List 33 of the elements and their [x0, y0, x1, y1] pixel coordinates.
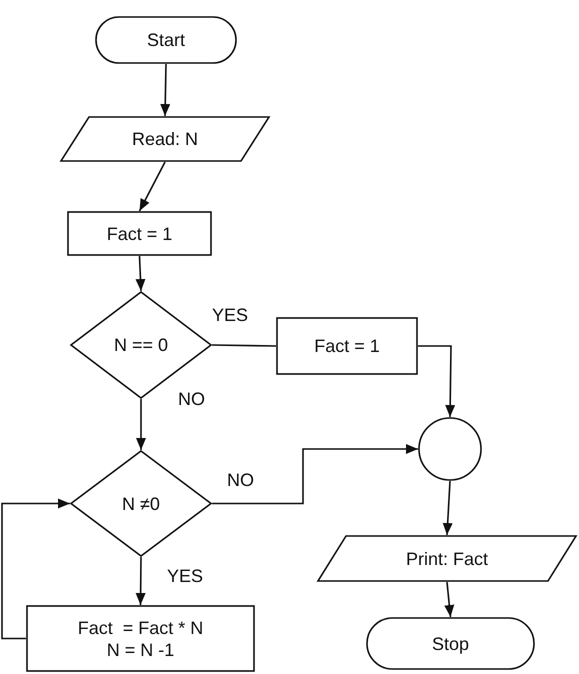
node-text: Fact = 1	[106, 222, 172, 244]
process-box	[67, 211, 212, 256]
output-parallelogram	[317, 535, 577, 582]
node-text: Fact = Fact * N	[78, 616, 204, 638]
node-text: N = N -1	[106, 638, 174, 660]
start-terminal	[95, 16, 237, 64]
process-box	[276, 317, 418, 375]
arrow	[160, 64, 170, 116]
edge-label: YES	[212, 305, 248, 325]
edge-label: NO	[178, 389, 205, 409]
arrow	[136, 557, 146, 605]
arrow	[442, 480, 453, 536]
arrow	[138, 162, 166, 212]
edge-label: NO	[227, 470, 254, 490]
connector-line	[212, 344, 276, 347]
input-parallelogram	[60, 116, 270, 162]
node-text: Start	[146, 29, 185, 51]
node-text: Fact = 1	[314, 335, 380, 357]
node-text: Stop	[432, 632, 470, 654]
arrow	[136, 256, 146, 292]
arrow	[136, 399, 146, 450]
arrow	[444, 582, 454, 618]
decision-diamond	[70, 450, 212, 557]
arrow	[418, 345, 456, 418]
node-text: N ≠0	[122, 492, 160, 514]
arrow	[212, 444, 418, 504]
edge-label: YES	[167, 566, 204, 586]
node-text: Print: Fact	[406, 548, 488, 570]
node-text: Read: N	[132, 128, 198, 150]
node-text: N == 0	[114, 334, 168, 356]
arrow	[1, 498, 70, 640]
process-box	[26, 605, 255, 672]
connector-circle	[418, 417, 482, 481]
